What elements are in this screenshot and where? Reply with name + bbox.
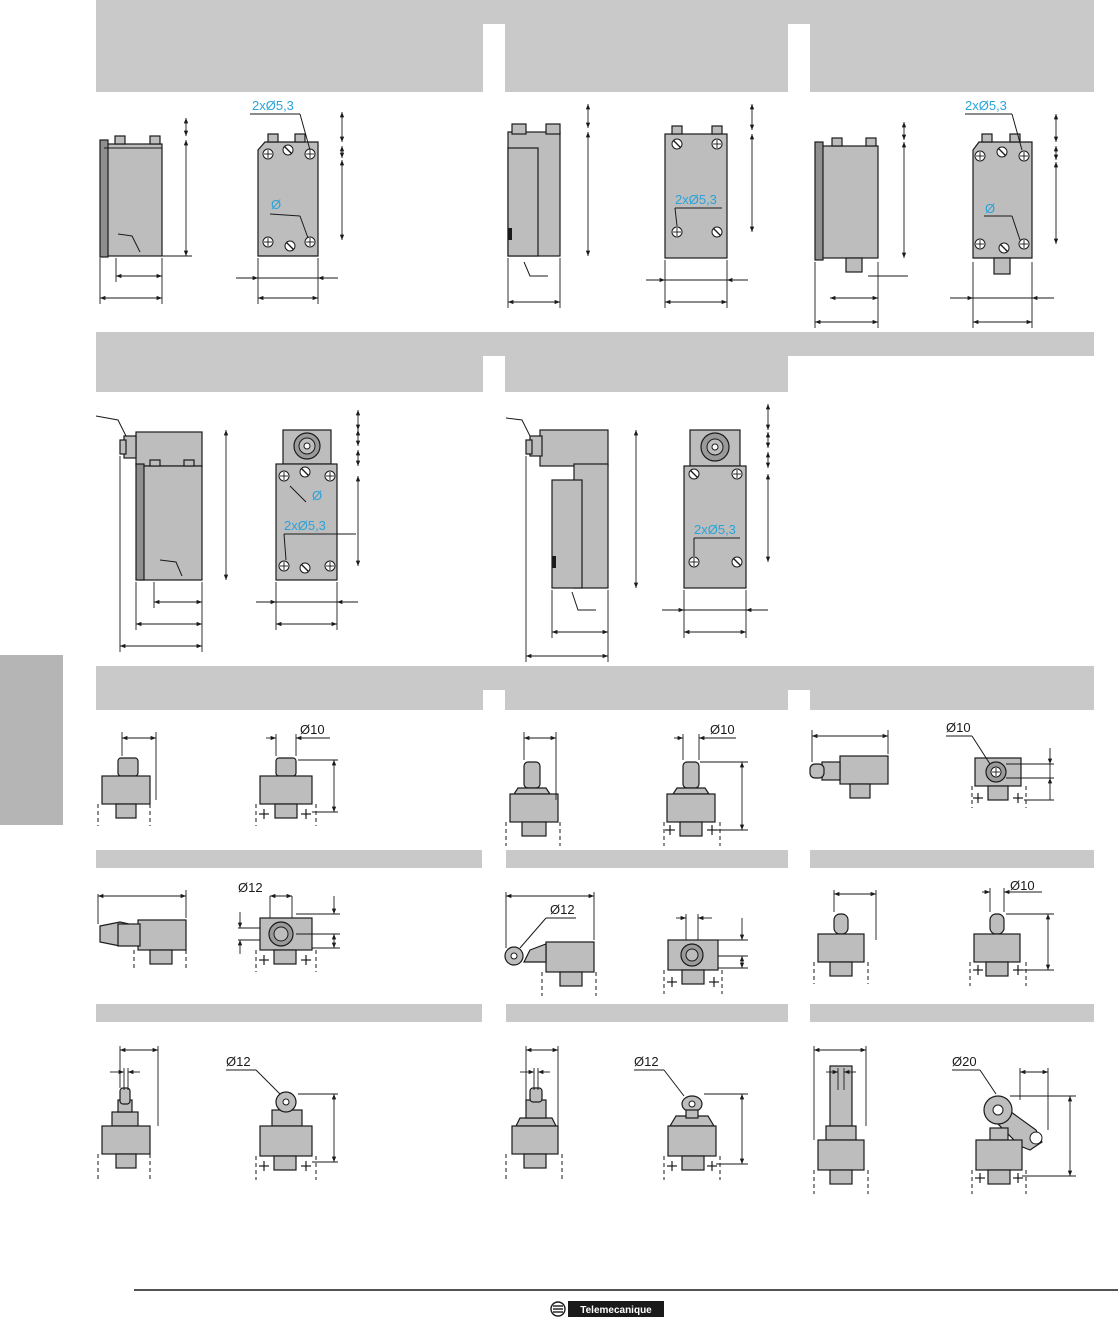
plunger-head-front-view-6: Ø10 xyxy=(969,878,1054,986)
telemecanique-logo-icon xyxy=(550,1301,664,1317)
header-bands-row-3 xyxy=(96,666,1094,710)
footer: Telemecanique xyxy=(134,1289,1118,1317)
side-plunger-head-front-view-3: Ø10 xyxy=(946,720,1054,808)
header-bands-row-2 xyxy=(96,332,1094,392)
label-diameter-4: Ø xyxy=(312,488,322,503)
head-body-front-view-1: Ø 2xØ5,3 xyxy=(256,410,361,630)
plunger-head-front-view-1: Ø10 xyxy=(255,722,338,826)
side-plunger-head-side-view-3 xyxy=(809,730,889,799)
head-body-side-view-2 xyxy=(505,417,639,662)
label-d12-1: Ø12 xyxy=(238,880,263,895)
switch-body-side-view-3 xyxy=(814,122,908,328)
label-d10-2: Ø10 xyxy=(710,722,735,737)
brand-name: Telemecanique xyxy=(580,1305,652,1316)
label-2x-hole-2: 2xØ5,3 xyxy=(675,192,717,207)
roller-plunger-head-front-view-7: Ø12 xyxy=(226,1054,338,1180)
label-diameter-1: Ø xyxy=(271,197,281,212)
roller-plunger-head-front-view-8: Ø12 xyxy=(634,1054,748,1180)
header-bands-row-4 xyxy=(96,850,1094,868)
side-lever-head-side-view-4 xyxy=(97,890,187,970)
label-d10-3: Ø10 xyxy=(946,720,971,735)
plunger-head-side-view-1 xyxy=(97,732,157,826)
header-bands-row-5 xyxy=(96,1004,1094,1022)
header-bands-row-1 xyxy=(96,0,1094,92)
label-d12-3: Ø12 xyxy=(226,1054,251,1069)
label-diameter-3: Ø xyxy=(985,201,995,216)
label-d20: Ø20 xyxy=(952,1054,977,1069)
label-d10-1: Ø10 xyxy=(300,722,325,737)
plunger-head-side-view-6 xyxy=(813,890,877,984)
roller-plunger-head-side-view-8 xyxy=(505,1046,563,1180)
label-d12-2: Ø12 xyxy=(550,902,575,917)
label-d10-4: Ø10 xyxy=(1010,878,1035,893)
roller-lever-head-side-view-5: Ø12 xyxy=(504,892,597,996)
side-lever-head-front-view-4: Ø12 xyxy=(237,880,340,972)
switch-body-front-view-3: 2xØ5,3 Ø xyxy=(950,98,1059,328)
head-body-front-view-2: 2xØ5,3 xyxy=(662,404,771,638)
switch-body-front-view-2: 2xØ5,3 xyxy=(646,104,755,308)
roller-lever-head-side-view-9 xyxy=(813,1046,869,1194)
plunger-head-front-view-2: Ø10 xyxy=(663,722,748,846)
label-2x-hole-1: 2xØ5,3 xyxy=(252,98,294,113)
roller-lever-head-front-view-5 xyxy=(663,914,748,994)
label-2x-hole-5: 2xØ5,3 xyxy=(694,522,736,537)
plunger-head-side-view-2 xyxy=(505,732,561,846)
side-tab xyxy=(0,655,63,825)
label-2x-hole-4: 2xØ5,3 xyxy=(284,518,326,533)
switch-body-side-view-1 xyxy=(99,118,192,304)
label-2x-hole-3: 2xØ5,3 xyxy=(965,98,1007,113)
switch-body-side-view-2 xyxy=(507,104,591,308)
roller-lever-head-front-view-9: Ø20 xyxy=(952,1054,1076,1194)
head-body-side-view-1 xyxy=(95,415,229,652)
roller-plunger-head-side-view-7 xyxy=(97,1046,159,1180)
label-d12-4: Ø12 xyxy=(634,1054,659,1069)
switch-body-front-view-1: 2xØ5,3 Ø xyxy=(236,98,345,304)
